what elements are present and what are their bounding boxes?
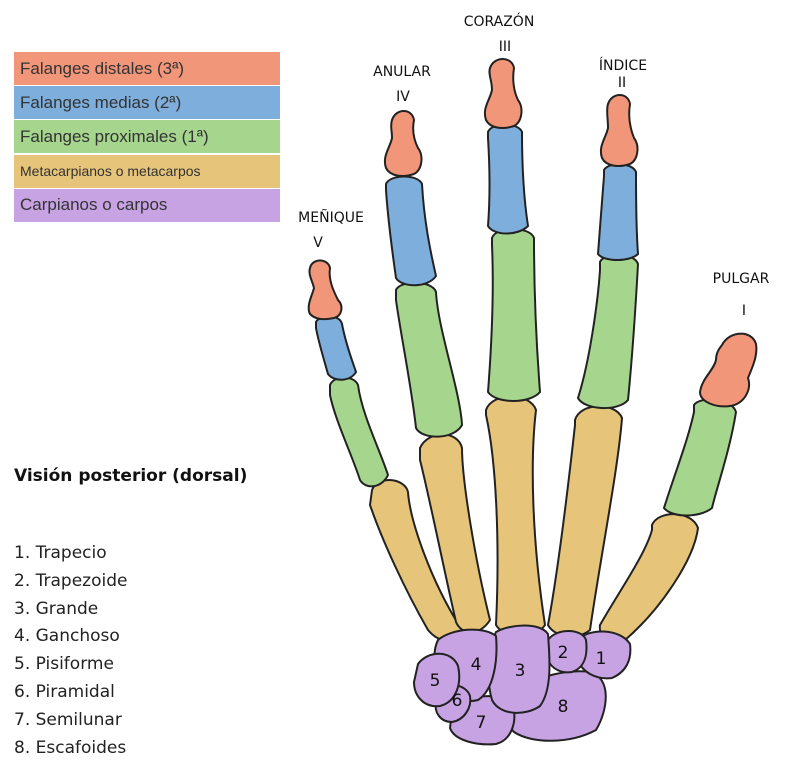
middle-phalanx-v — [316, 316, 356, 380]
distal-phalanx-i — [700, 334, 756, 407]
proximal-phalanx-iii — [488, 229, 540, 401]
carpal-number-3: 3 — [515, 661, 526, 681]
distal-phalanx-iv — [385, 111, 422, 176]
finger-numeral-ii: II — [618, 75, 626, 91]
distal-phalanx-iii — [485, 59, 522, 128]
finger-label-menique: MEÑIQUE — [298, 209, 364, 226]
finger-numeral-v: V — [313, 235, 323, 251]
middle-phalanx-ii — [598, 164, 638, 260]
proximal-phalanx-v — [330, 378, 388, 487]
metacarpal-i — [600, 514, 698, 642]
carpal-number-5: 5 — [430, 671, 441, 691]
distal-phalanx-ii — [601, 95, 638, 166]
finger-label-corazon: CORAZÓN — [464, 12, 535, 30]
middle-phalanx-iv — [386, 177, 436, 286]
carpal-number-6: 6 — [452, 691, 463, 711]
carpal-number-4: 4 — [471, 655, 482, 675]
finger-numeral-iv: IV — [396, 89, 410, 105]
metacarpals — [370, 397, 698, 642]
metacarpal-iii — [486, 397, 545, 637]
carpal-number-7: 7 — [476, 713, 487, 733]
metacarpal-ii — [548, 406, 622, 636]
finger-numeral-i: I — [742, 303, 746, 319]
carpal-number-2: 2 — [558, 643, 569, 663]
finger-label-anular: ANULAR — [373, 64, 431, 80]
distal-phalanx-v — [309, 261, 342, 320]
proximal-phalanx-ii — [578, 255, 638, 408]
proximal-phalanx-i — [664, 400, 736, 516]
finger-label-pulgar: PULGAR — [713, 271, 770, 287]
carpal-number-1: 1 — [596, 649, 607, 669]
finger-label-indice: ÍNDICE — [599, 57, 647, 74]
middle-phalanx-iii — [488, 125, 528, 234]
carpal-number-8: 8 — [558, 697, 569, 717]
proximal-phalanx-iv — [396, 283, 462, 437]
middle-phalanges — [316, 125, 638, 380]
finger-numeral-iii: III — [499, 39, 511, 55]
carpals — [414, 626, 630, 745]
